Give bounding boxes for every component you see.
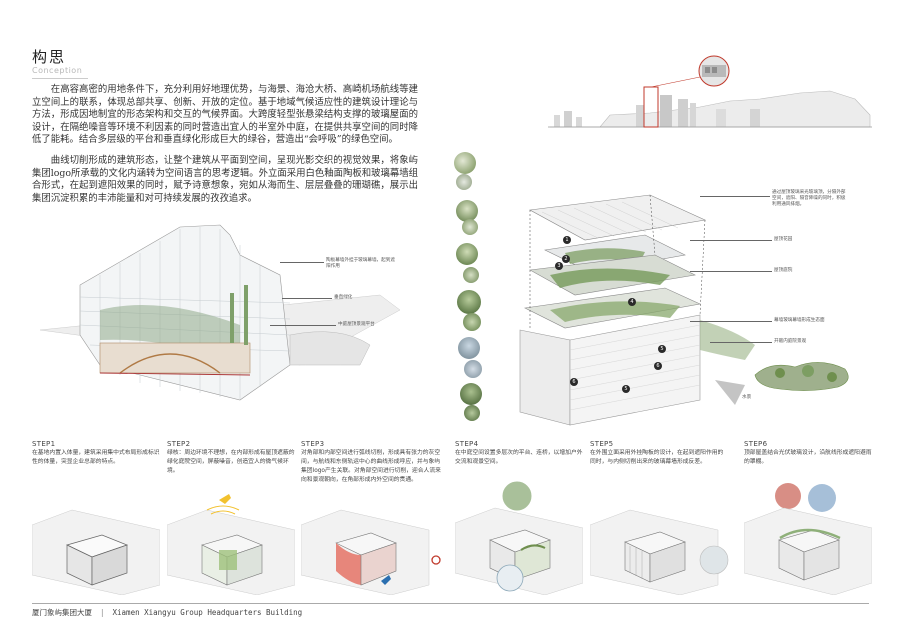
title-divider bbox=[32, 78, 88, 79]
marker-5: 5 bbox=[622, 385, 630, 393]
step-3-desc: 对角部和内部空间进行弧线切削，形成具有张力的灰空间，与航线和东侧轨运中心的曲线形… bbox=[301, 450, 441, 483]
step-1: STEP1 在基地内置入体量，建筑采用集中式布局形成标识性的体量，突显企业总部的… bbox=[32, 440, 160, 467]
marker-6b: 6 bbox=[654, 362, 662, 370]
leader-line bbox=[270, 325, 336, 326]
marker-4: 4 bbox=[628, 298, 636, 306]
marker-2: 2 bbox=[562, 255, 570, 263]
exploded-label-curtain-wall: 幕墙玻璃幕墙形成生态面 bbox=[774, 318, 825, 323]
section-label-roof: 中庭屋顶景观平台 bbox=[338, 322, 375, 327]
leader-line bbox=[690, 321, 772, 322]
exploded-axonometric bbox=[519, 194, 755, 426]
thumb-photo-1 bbox=[454, 152, 476, 174]
exploded-label-roof-court: 屋顶庭院 bbox=[774, 268, 793, 273]
marker-6: 6 bbox=[570, 378, 578, 386]
landscape-plan bbox=[754, 362, 849, 391]
exploded-label-roof-glass: 通过屋顶玻璃采光玻璃顶，分隔外部空间，遮阳、隔音降噪的同时，积极利用通风排烟。 bbox=[772, 190, 846, 207]
step-4-desc: 在中庭空间设置多层次的平台、连桥，以增加户外交流和观景空间。 bbox=[455, 450, 583, 465]
footer-separator: | bbox=[100, 608, 105, 617]
section-label-facade: 陶板幕墙外挂于玻璃幕墙，起到遮阳作用 bbox=[326, 258, 395, 269]
step-3-title: STEP3 bbox=[301, 440, 325, 448]
leader-line bbox=[280, 262, 324, 263]
step-5-desc: 在外围立面采用外挂陶板的设计，在起到遮阳作用的同时，与内侧切削出来的玻璃幕墙形成… bbox=[590, 450, 724, 465]
thumb-photo-6 bbox=[460, 383, 482, 405]
step-3: STEP3 对角部和内部空间进行弧线切削，形成具有张力的灰空间，与航线和东侧轨运… bbox=[301, 440, 441, 485]
marker-3: 3 bbox=[555, 262, 563, 270]
step-6-desc: 顶部屋盖结合光伏玻璃设计，沿航线形成遮阳避雨的罩棚。 bbox=[744, 450, 872, 465]
step-2-title: STEP2 bbox=[167, 440, 191, 448]
step-6-diagram bbox=[744, 483, 872, 595]
thumb-photo-5 bbox=[458, 337, 480, 359]
step-6-title: STEP6 bbox=[744, 440, 768, 448]
page-subtitle: Conception bbox=[32, 66, 83, 75]
thumb-photo-7 bbox=[456, 174, 472, 190]
thumb-photo-4 bbox=[457, 290, 481, 314]
intro-paragraph-1: 在高容高密的用地条件下，充分利用好地理优势，与海景、海沧大桥、高崎机场航线等建立… bbox=[32, 84, 418, 146]
step-4-diagram bbox=[455, 480, 583, 595]
step-4: STEP4 在中庭空间设置多层次的平台、连桥，以增加户外交流和观景空间。 bbox=[455, 440, 583, 467]
step-2: STEP2 绿核：周边环境不理想，在内部形成有屋顶遮蔽的绿化庭院空间，屏蔽噪音，… bbox=[167, 440, 295, 476]
thumb-photo-9 bbox=[463, 267, 479, 283]
step-1-diagram bbox=[32, 509, 160, 595]
step-1-desc: 在基地内置入体量，建筑采用集中式布局形成标识性的体量，突显企业总部的特点。 bbox=[32, 450, 160, 465]
thumb-photo-2 bbox=[456, 200, 478, 222]
marker-5b: 5 bbox=[658, 345, 666, 353]
leader-line bbox=[700, 196, 770, 197]
section-label-green: 垂直绿化 bbox=[334, 295, 353, 300]
step-3-diagram bbox=[301, 509, 441, 595]
building-section-perspective bbox=[40, 224, 401, 401]
footer: 厦门象屿集团大厦 | Xiamen Xiangyu Group Headquarte… bbox=[32, 607, 302, 618]
footer-en: Xiamen Xiangyu Group Headquarters Buildi… bbox=[112, 608, 303, 617]
thumb-photo-3 bbox=[456, 243, 478, 265]
thumb-photo-8 bbox=[462, 219, 478, 235]
exploded-label-water: 水景 bbox=[742, 395, 752, 400]
leader-line bbox=[710, 342, 772, 343]
thumb-photo-12 bbox=[464, 405, 480, 421]
step-5: STEP5 在外围立面采用外挂陶板的设计，在起到遮阳作用的同时，与内侧切削出来的… bbox=[590, 440, 725, 467]
leader-line bbox=[690, 240, 772, 241]
exploded-label-roof-garden: 屋顶花园 bbox=[774, 237, 793, 242]
leader-line bbox=[690, 271, 772, 272]
intro-paragraph-2: 曲线切削形成的建筑形态，让整个建筑从平面到空间，呈现光影交织的视觉效果，将象屿集… bbox=[32, 155, 418, 204]
step-2-diagram bbox=[167, 494, 295, 595]
page-title: 构思 bbox=[32, 48, 67, 66]
footer-cn: 厦门象屿集团大厦 bbox=[32, 608, 92, 617]
footer-divider bbox=[32, 603, 869, 604]
step-2-desc: 绿核：周边环境不理想，在内部形成有屋顶遮蔽的绿化庭院空间，屏蔽噪音，创造宜人的微… bbox=[167, 450, 295, 474]
marker-1: 1 bbox=[563, 236, 571, 244]
step-6: STEP6 顶部屋盖结合光伏玻璃设计，沿航线形成遮阳避雨的罩棚。 bbox=[744, 440, 872, 467]
step-1-title: STEP1 bbox=[32, 440, 56, 448]
step-5-diagram bbox=[590, 509, 729, 595]
step-5-title: STEP5 bbox=[590, 440, 614, 448]
context-elevation bbox=[548, 55, 872, 128]
exploded-label-courtyard: 开敞内庭院景观 bbox=[774, 339, 807, 344]
thumb-photo-10 bbox=[463, 313, 481, 331]
leader-line bbox=[282, 298, 332, 299]
thumb-photo-11 bbox=[464, 360, 482, 378]
step-4-title: STEP4 bbox=[455, 440, 479, 448]
